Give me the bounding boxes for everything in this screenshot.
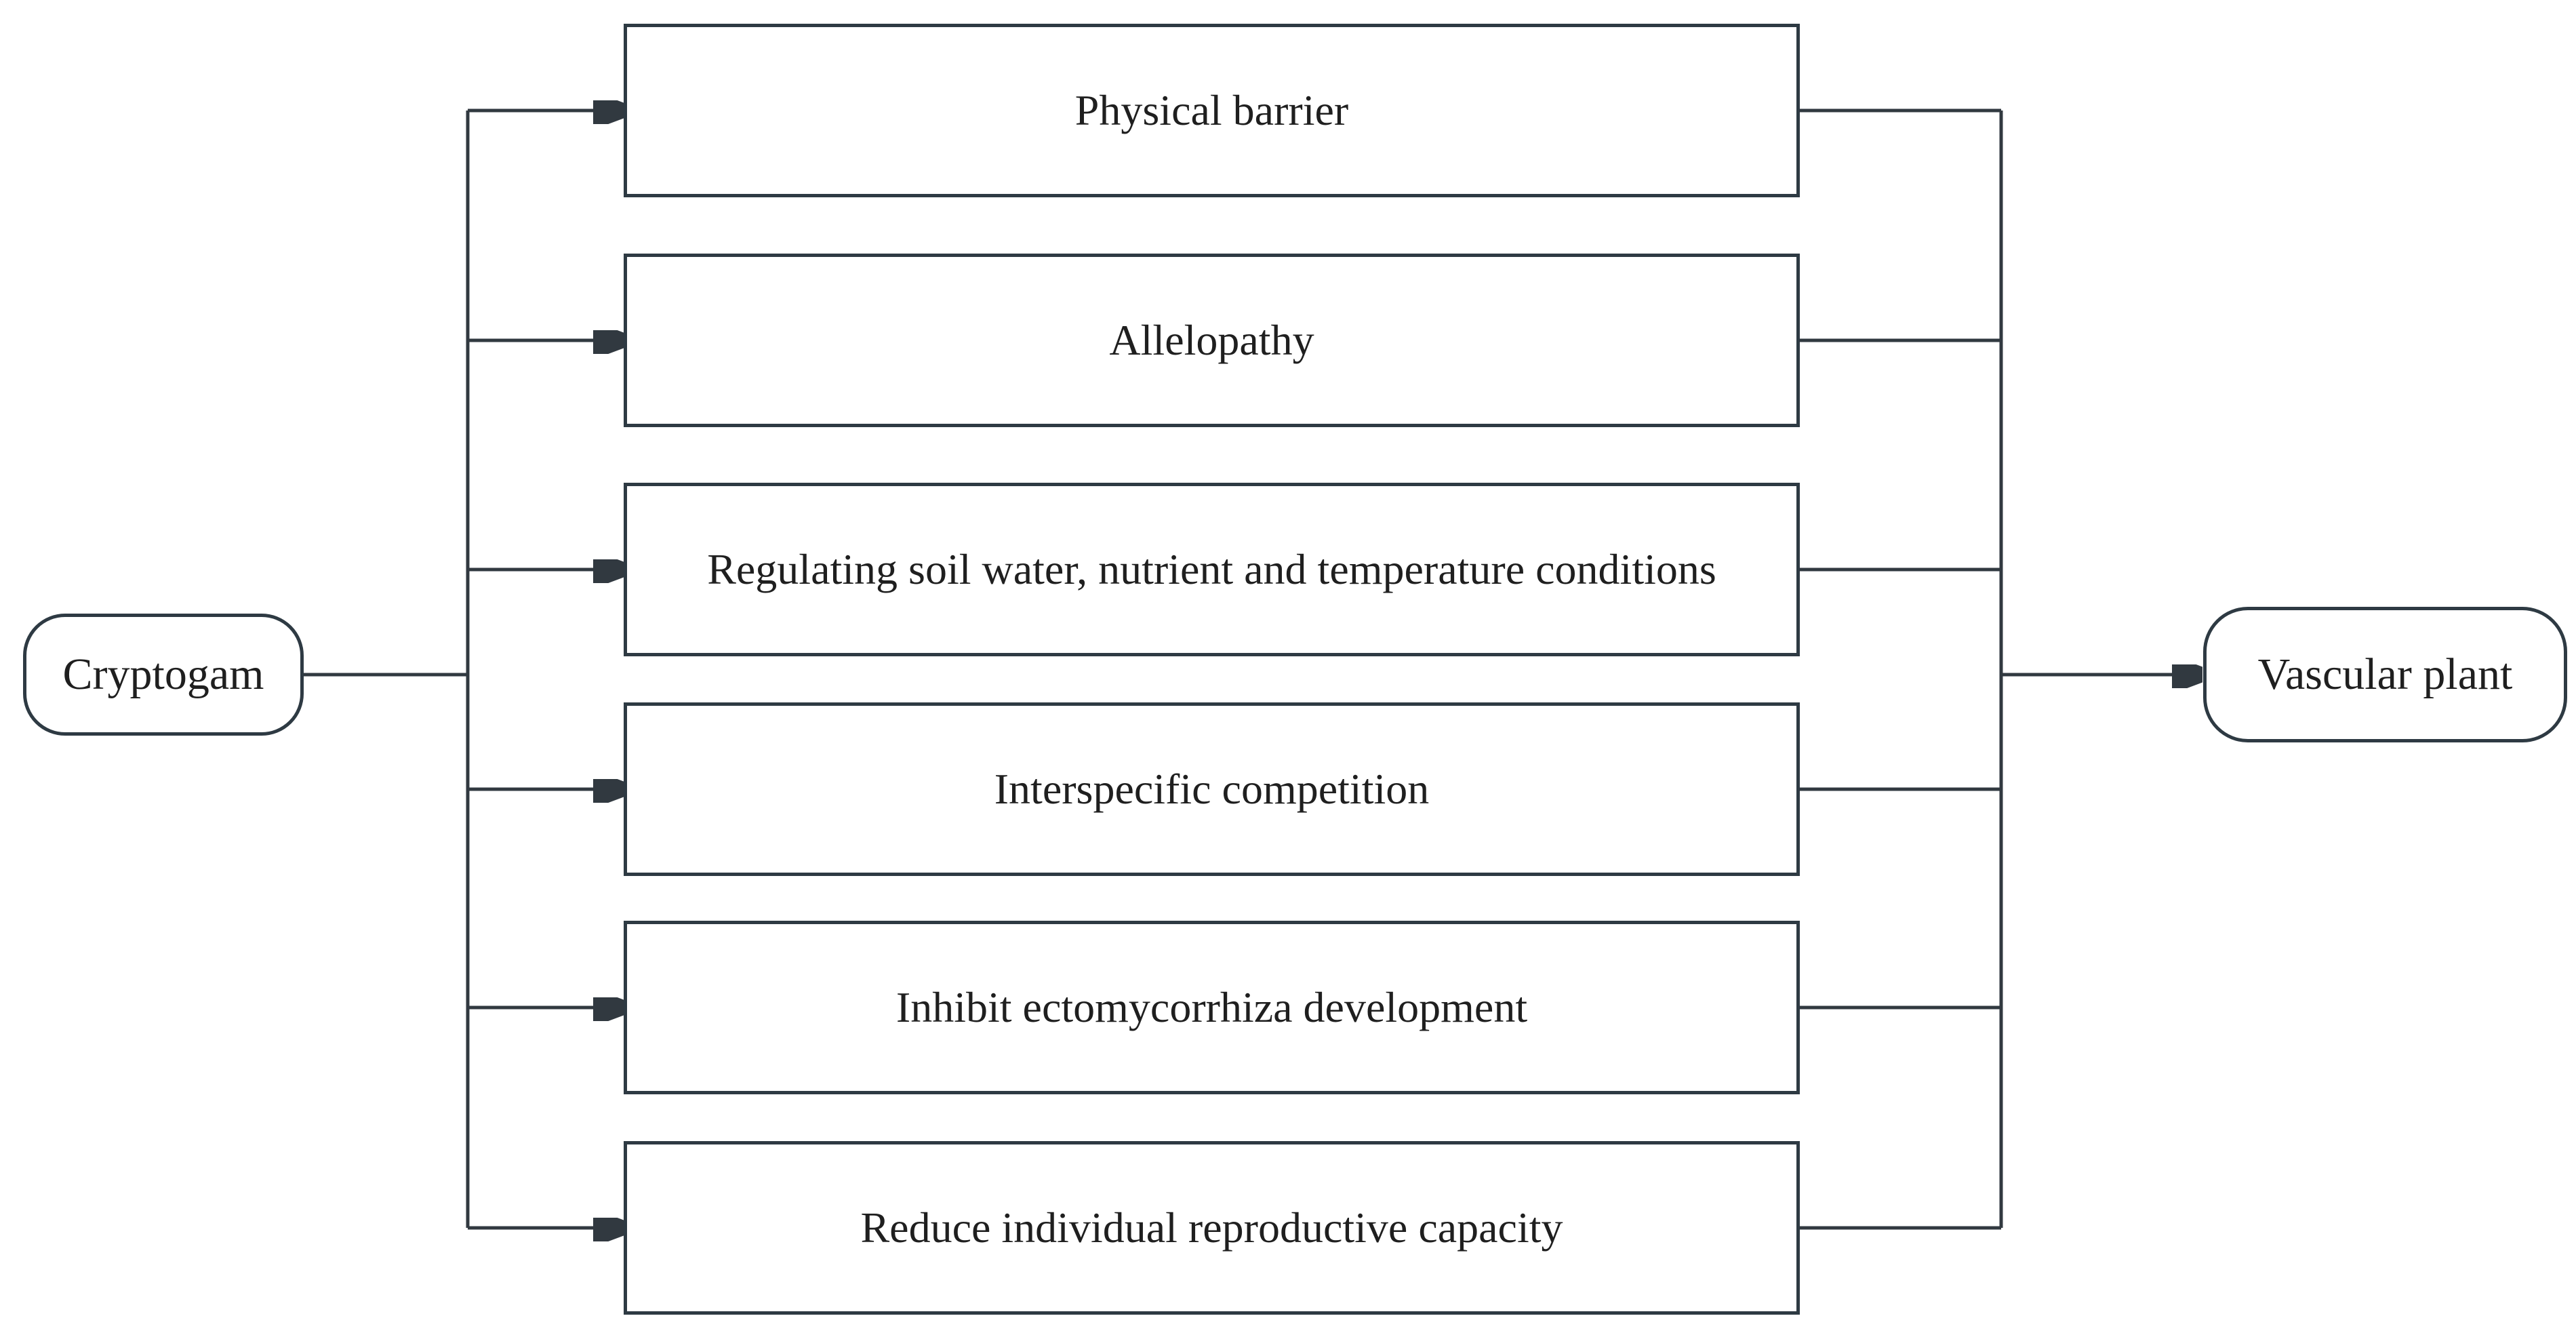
mechanism-box-interspecific-competition: Interspecific competition <box>624 702 1800 876</box>
mechanism-box-allelopathy: Allelopathy <box>624 254 1800 427</box>
mechanism-label-interspecific-competition: Interspecific competition <box>994 764 1430 813</box>
cryptogam-label: Cryptogam <box>62 650 264 699</box>
vascular-plant-node: Vascular plant <box>2203 607 2567 742</box>
mechanism-box-physical-barrier: Physical barrier <box>624 24 1800 197</box>
mechanism-label-reduce-reproductive: Reduce individual reproductive capacity <box>860 1203 1563 1252</box>
mechanism-label-allelopathy: Allelopathy <box>1109 315 1314 364</box>
mechanism-label-physical-barrier: Physical barrier <box>1074 85 1349 134</box>
mechanism-box-inhibit-ectomycorrhiza: Inhibit ectomycorrhiza development <box>624 921 1800 1094</box>
mechanism-label-regulating-soil: Regulating soil water, nutrient and temp… <box>707 544 1716 593</box>
cryptogam-node: Cryptogam <box>23 614 304 736</box>
vascular-plant-label: Vascular plant <box>2257 650 2513 699</box>
mechanism-label-inhibit-ectomycorrhiza: Inhibit ectomycorrhiza development <box>895 982 1528 1031</box>
mechanism-box-regulating-soil: Regulating soil water, nutrient and temp… <box>624 483 1800 656</box>
mechanism-box-reduce-reproductive: Reduce individual reproductive capacity <box>624 1141 1800 1315</box>
